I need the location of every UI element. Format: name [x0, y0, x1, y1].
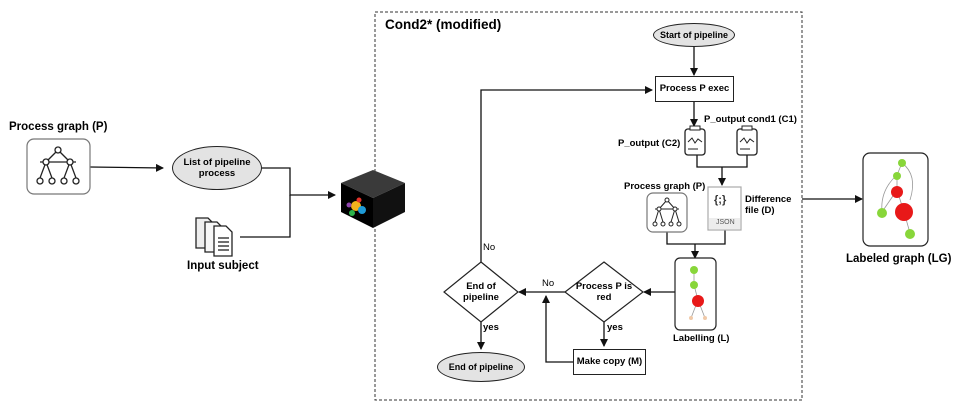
labeled-graph-label: Labeled graph (LG): [846, 253, 952, 265]
start-node: Start of pipeline: [653, 23, 735, 47]
json-text: JSON: [716, 219, 735, 226]
output-file-icon-2: [736, 125, 758, 156]
end-check-text: End of pipeline: [463, 280, 499, 303]
labelling-label: Labelling (L): [673, 333, 730, 344]
start-text: Start of pipeline: [659, 29, 728, 40]
edge-copy-loop: [542, 295, 573, 363]
process-red-text: Process P is red: [575, 280, 633, 303]
json-braces: {;}: [714, 194, 727, 206]
no-label-1: No: [483, 242, 496, 253]
process-red-text-wrap: Process P is red: [573, 276, 635, 308]
labeled-graph-icon: [862, 152, 929, 247]
edge-merge-to-labelling: [666, 230, 726, 245]
process-graph-icon: [26, 138, 91, 195]
p-output-cond1-label: P_output cond1 (C1): [704, 114, 797, 125]
end-of-pipeline-decision: [443, 261, 519, 323]
pipeline-engine-icon: [341, 170, 405, 228]
difference-file-label: Difference file (D): [745, 194, 792, 216]
yes-label-1: yes: [483, 322, 499, 333]
process-graph-icon-inner: [646, 192, 688, 233]
process-graph-inner-label: Process graph (P): [624, 181, 706, 192]
input-subject-label: Input subject: [187, 260, 259, 272]
connectors: [89, 46, 863, 363]
end-node: End of pipeline: [437, 352, 525, 382]
json-file-icon: [707, 186, 742, 231]
cond2-title: Cond2* (modified): [385, 17, 502, 32]
documents-icon: [195, 217, 233, 257]
list-pipeline-text: List of pipeline process: [183, 156, 251, 179]
process-exec-node: Process P exec: [655, 76, 734, 102]
output-file-icon: [684, 125, 706, 156]
process-exec-text: Process P exec: [659, 83, 730, 95]
yes-label-2: yes: [607, 322, 623, 333]
edge-graph-to-list: [89, 163, 164, 172]
labelled-graph-icon: [674, 257, 717, 331]
process-red-decision: [564, 261, 644, 323]
end-check-text-wrap: End of pipeline: [450, 276, 512, 308]
edge-outputs-merge: [696, 155, 748, 168]
edge-input-to-engine: [240, 195, 291, 238]
p-output-c2-label: P_output (C2): [618, 138, 681, 149]
edge-list-to-engine: [262, 167, 336, 199]
make-copy-text: Make copy (M): [576, 356, 643, 368]
make-copy-node: Make copy (M): [573, 349, 646, 375]
list-pipeline-node: List of pipeline process: [172, 146, 262, 190]
process-graph-label: Process graph (P): [9, 121, 108, 133]
edge-loop-to-exec: [480, 86, 653, 262]
end-text: End of pipeline: [448, 361, 514, 372]
no-label-2: No: [542, 278, 555, 289]
